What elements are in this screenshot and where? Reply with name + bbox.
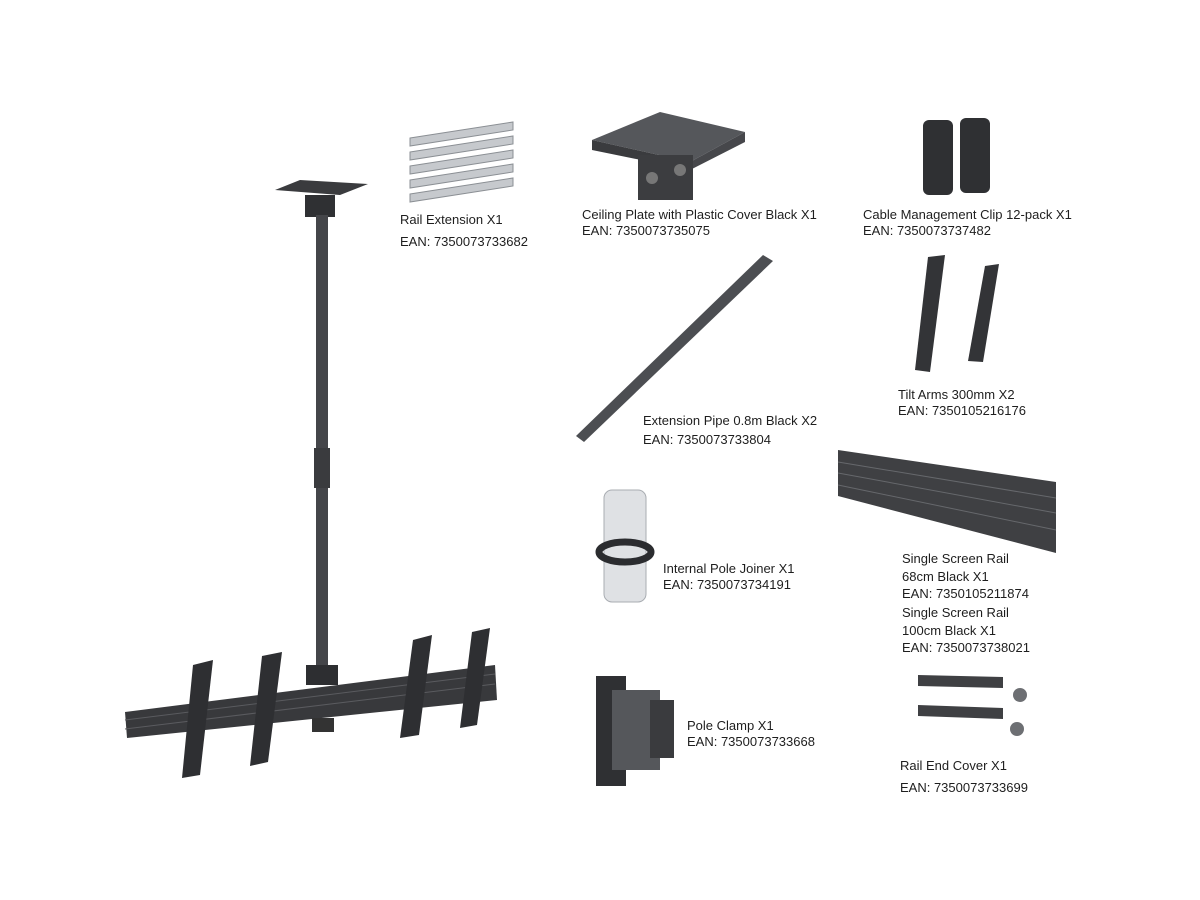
item-name: Pole Clamp X1: [687, 718, 774, 733]
item-name: Rail Extension X1: [400, 212, 503, 227]
internal-pole-joiner-illustration: [595, 489, 655, 603]
tilt-arms-illustration: [915, 255, 999, 372]
item-name-line2: 68cm Black X1: [902, 568, 989, 584]
item-name: Single Screen Rail: [902, 605, 1009, 620]
item-name: Internal Pole Joiner X1: [663, 561, 795, 576]
rail-100-label: Single Screen Rail 100cm Black X1 EAN: 7…: [902, 604, 1030, 657]
item-ean: EAN: 7350073734191: [663, 577, 791, 592]
pole-clamp-label: Pole Clamp X1 EAN: 7350073733668: [687, 718, 815, 750]
extension-pipe-illustration: [576, 255, 773, 442]
item-ean: EAN: 7350105211874: [902, 586, 1029, 601]
ceiling-plate-illustration: [592, 112, 745, 200]
item-ean: EAN: 7350073737482: [863, 223, 991, 238]
tilt-arms-label: Tilt Arms 300mm X2 EAN: 7350105216176: [898, 387, 1026, 419]
cable-clip-label: Cable Management Clip 12-pack X1 EAN: 73…: [863, 207, 1072, 239]
pole-clamp-illustration: [596, 676, 674, 786]
cable-clip-illustration: [923, 118, 990, 195]
pole-joiner-label: Internal Pole Joiner X1 EAN: 73500737341…: [663, 561, 795, 593]
item-ean: EAN: 7350073733668: [687, 734, 815, 749]
item-ean: EAN: 7350073735075: [582, 223, 710, 238]
extension-pipe-label: Extension Pipe 0.8m Black X2 EAN: 735007…: [643, 411, 817, 449]
ceiling-plate-label: Ceiling Plate with Plastic Cover Black X…: [582, 207, 817, 239]
item-ean: EAN: 7350073733804: [643, 432, 771, 447]
rail-extension-label: Rail Extension X1 EAN: 7350073733682: [400, 209, 528, 253]
item-ean: EAN: 7350073733699: [900, 780, 1028, 795]
item-ean: EAN: 7350073738021: [902, 640, 1030, 655]
item-name: Single Screen Rail: [902, 551, 1009, 566]
item-ean: EAN: 7350105216176: [898, 403, 1026, 418]
item-name: Rail End Cover X1: [900, 758, 1007, 773]
rail-extension-illustration: [409, 121, 514, 203]
item-name: Extension Pipe 0.8m Black X2: [643, 413, 818, 428]
item-name: Ceiling Plate with Plastic Cover Black X…: [582, 207, 817, 222]
rail-68-label: Single Screen Rail 68cm Black X1 EAN: 73…: [902, 550, 1029, 603]
item-name: Tilt Arms 300mm X2: [898, 387, 1015, 402]
assembled-mount-illustration: [124, 180, 497, 778]
item-name: Cable Management Clip 12-pack X1: [863, 207, 1072, 222]
item-ean: EAN: 7350073733682: [400, 234, 528, 249]
item-name-line2: 100cm Black X1: [902, 622, 996, 638]
single-screen-rail-illustration: [837, 450, 1057, 553]
rail-end-cover-label: Rail End Cover X1 EAN: 7350073733699: [900, 755, 1028, 799]
rail-end-cover-illustration: [918, 675, 1027, 736]
